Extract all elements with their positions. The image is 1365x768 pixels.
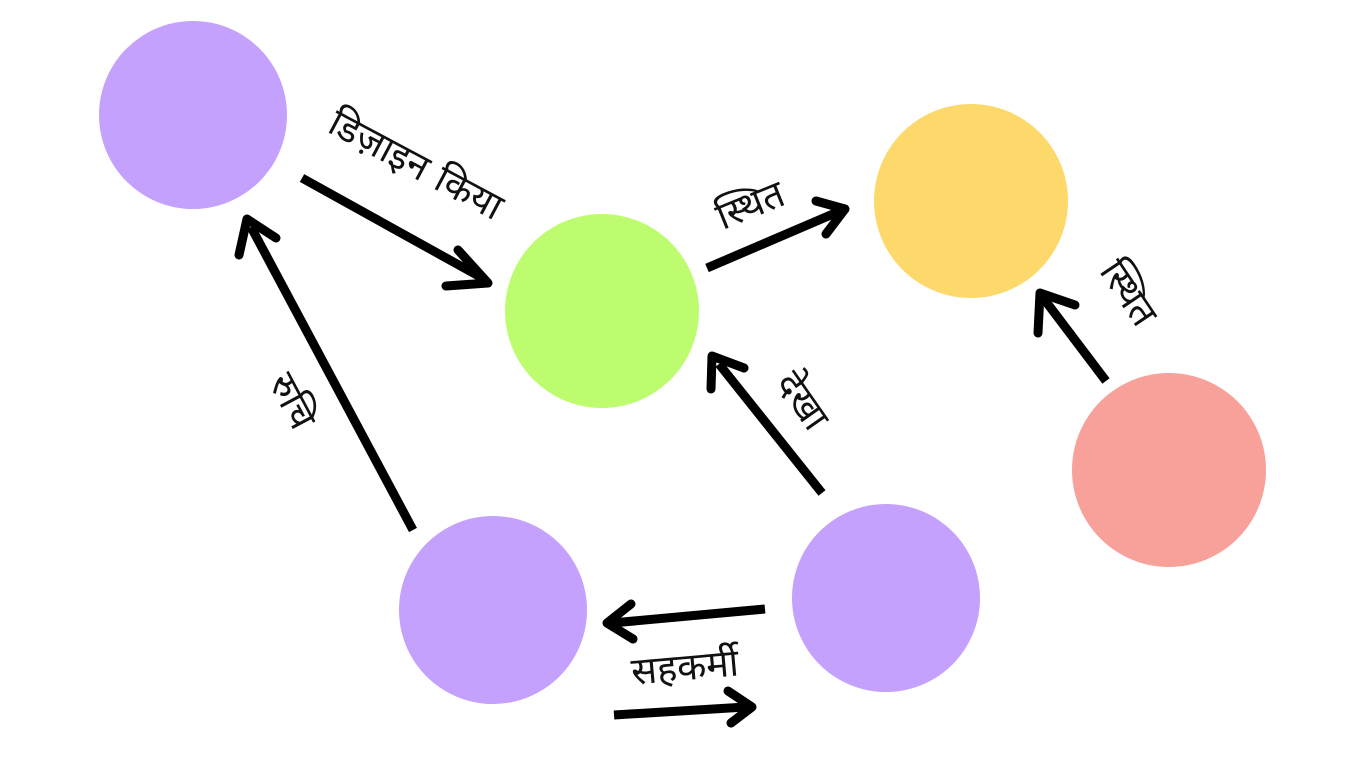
edge-colleague-2-arrowhead xyxy=(723,686,757,728)
edge-seen-arrowhead xyxy=(706,351,749,394)
edge-located-1-label: स्थित xyxy=(710,171,792,238)
edge-interest: रुचि xyxy=(234,214,417,533)
edge-located-2-line xyxy=(1040,296,1110,384)
edge-located-2-arrowhead xyxy=(1033,288,1080,338)
edge-colleague-1: सहकर्मी xyxy=(602,599,766,694)
edge-located-2: स्थित xyxy=(1033,251,1167,384)
edge-designed-label: डिज़ाइन किया xyxy=(321,100,511,229)
edge-interest-line xyxy=(247,224,417,533)
edge-colleague-1-arrowhead xyxy=(602,599,638,644)
edge-colleague-2 xyxy=(613,686,757,728)
edge-located-1: स्थित xyxy=(705,171,850,273)
edge-designed: डिज़ाइन किया xyxy=(299,100,512,291)
node-3[interactable] xyxy=(874,104,1068,298)
edge-colleague-1-line xyxy=(611,604,766,628)
edge-colleague-1-label: सहकर्मी xyxy=(629,640,742,693)
node-1[interactable] xyxy=(99,21,287,209)
node-5[interactable] xyxy=(792,504,980,692)
node-6[interactable] xyxy=(1072,373,1266,567)
edge-located-1-line xyxy=(705,206,842,273)
edge-colleague-2-line xyxy=(613,702,747,720)
edge-located-1-arrowhead xyxy=(811,196,850,239)
edge-seen-label: देखा xyxy=(767,363,839,439)
node-2[interactable] xyxy=(505,214,699,408)
node-4[interactable] xyxy=(399,516,587,704)
edge-designed-line xyxy=(299,174,487,283)
edge-located-2-label: स्थित xyxy=(1091,251,1167,335)
edge-interest-label: रुचि xyxy=(260,366,326,437)
edge-interest-arrowhead xyxy=(234,214,281,260)
edge-seen: देखा xyxy=(706,351,839,496)
edge-seen-line xyxy=(715,361,826,496)
edge-designed-arrowhead xyxy=(441,245,493,291)
